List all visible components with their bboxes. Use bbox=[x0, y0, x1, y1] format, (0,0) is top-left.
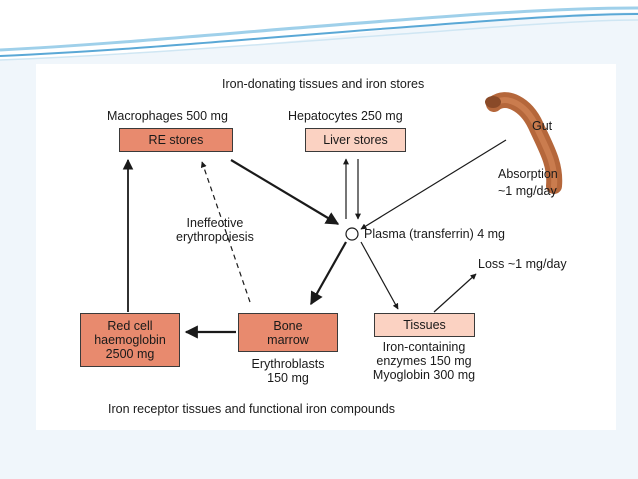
arrow-re-to-plasma bbox=[230, 159, 340, 225]
swoosh-line-3 bbox=[0, 19, 638, 61]
arrow-plasma-to-tissues bbox=[360, 241, 399, 310]
macrophages-label: Macrophages 500 mg bbox=[107, 109, 228, 123]
arrow-plasma-to-marrow bbox=[310, 241, 347, 306]
gut-highlight bbox=[491, 97, 558, 189]
plasma-node bbox=[345, 227, 359, 241]
gut-end bbox=[485, 96, 501, 108]
top-heading: Iron-donating tissues and iron stores bbox=[222, 77, 425, 91]
ineffective-erythropoiesis-label: Ineffective erythropoiesis bbox=[176, 216, 254, 244]
erythroblasts-label: Erythroblasts 150 mg bbox=[251, 357, 325, 385]
re-stores-box: RE stores bbox=[119, 128, 233, 152]
arrow-ineffective bbox=[200, 161, 251, 303]
liver-stores-box: Liver stores bbox=[305, 128, 406, 152]
hepatocytes-label: Hepatocytes 250 mg bbox=[288, 109, 403, 123]
swoosh-line-1 bbox=[0, 6, 638, 52]
plasma-label: Plasma (transferrin) 4 mg bbox=[364, 227, 506, 241]
diagram-panel: Iron-donating tissues and iron stores Ma… bbox=[36, 64, 616, 430]
bottom-heading: Iron receptor tissues and functional iro… bbox=[108, 402, 395, 416]
arrows-layer bbox=[122, 92, 563, 339]
absorption-label: Absorption bbox=[498, 167, 558, 181]
gut-label: Gut bbox=[532, 119, 553, 133]
arrow-gut-to-plasma bbox=[360, 139, 507, 230]
absorption-rate: ~1 mg/day bbox=[498, 184, 557, 198]
red-cell-box: Red cell haemoglobin 2500 mg bbox=[80, 313, 180, 367]
loss-label: Loss ~1 mg/day bbox=[478, 257, 567, 271]
arrow-tissues-to-loss bbox=[433, 273, 477, 313]
swoosh-line-2 bbox=[0, 13, 638, 57]
iron-enzymes-label: Iron-containing enzymes 150 mg Myoglobin… bbox=[372, 340, 476, 382]
tissues-box: Tissues bbox=[374, 313, 475, 337]
bone-marrow-box: Bone marrow bbox=[238, 313, 338, 352]
